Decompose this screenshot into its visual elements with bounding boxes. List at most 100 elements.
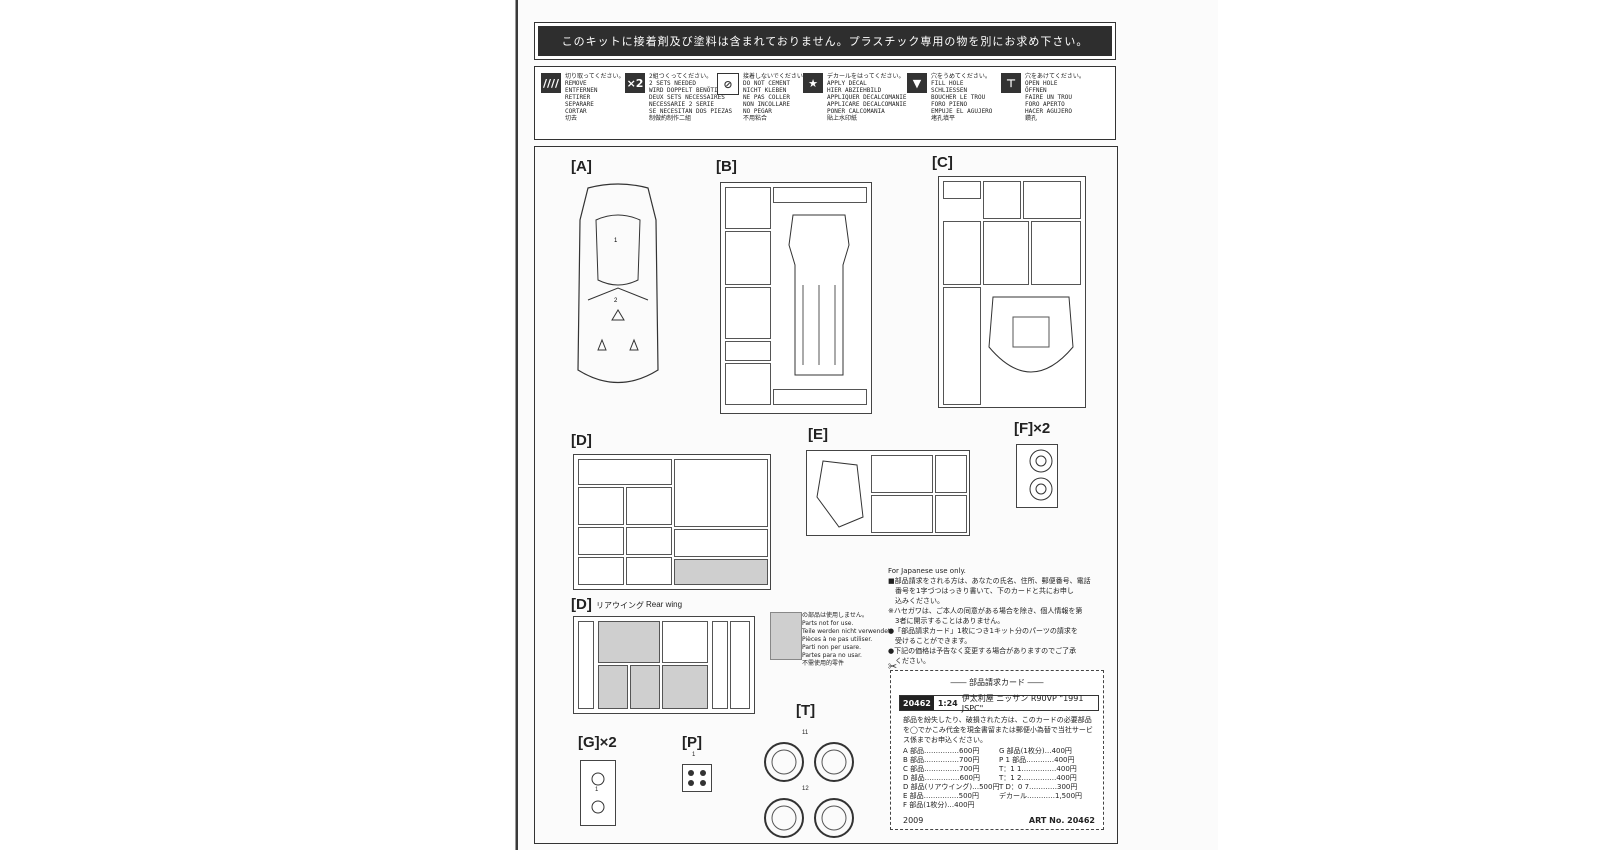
tree-cell bbox=[725, 363, 771, 405]
part-tree-b bbox=[720, 182, 872, 414]
part-a-body-drawing: 1 2 bbox=[577, 183, 659, 384]
legend-text: デカールをはってください。 APPLY DECAL HIER ABZIEHBIL… bbox=[827, 73, 907, 122]
tire-12-label: 12 bbox=[802, 786, 809, 792]
price-item[interactable]: T：1 1……………400円 bbox=[999, 765, 1077, 773]
warning-banner-text: このキットに接着剤及び塗料は含まれておりません。プラスチック専用の物を別にお求め… bbox=[538, 26, 1112, 56]
decal-star-icon: ★ bbox=[803, 73, 823, 93]
price-item[interactable]: E 部品……………500円 bbox=[903, 792, 980, 800]
card-title: ―― 部品請求カード ―― bbox=[950, 678, 1044, 687]
scissors-icon: ✂ bbox=[888, 660, 898, 673]
part-label-b: [B] bbox=[716, 158, 737, 175]
tree-cell bbox=[773, 187, 867, 203]
notice-line: ■部品請求をされる方は、あなたの氏名、住所、郵便番号、電話 bbox=[888, 577, 1091, 585]
tree-cell bbox=[871, 495, 933, 533]
card-scale: 1:24 bbox=[937, 698, 958, 708]
unused-swatch bbox=[770, 612, 802, 660]
card-year: 2009 bbox=[903, 816, 924, 825]
part-tree-p bbox=[682, 764, 712, 792]
tree-cell bbox=[578, 487, 624, 525]
legend-text: 穴をうめてください。 FILL HOLE SCHLIESSEN BOUCHER … bbox=[931, 73, 993, 122]
price-item[interactable]: D 部品……………600円 bbox=[903, 774, 980, 782]
notice-line: ※ハセガワは、ご本人の同意がある場合を除き、個人情報を第 bbox=[888, 607, 1083, 615]
cut-icon: //// bbox=[541, 73, 561, 93]
tree-cell bbox=[578, 621, 594, 709]
tree-cell bbox=[935, 455, 967, 493]
tree-cell bbox=[626, 487, 672, 525]
unused-note: の部品は使用しません。 Parts not for use. Teile wer… bbox=[802, 612, 893, 667]
card-price-list-right: G 部品(1枚分)…400円 P 1 部品…………400円 T：1 1……………… bbox=[999, 747, 1082, 801]
card-kit-number: 20462 bbox=[900, 696, 934, 710]
parts-frame bbox=[534, 146, 1118, 844]
tree-cell bbox=[712, 621, 728, 709]
rear-wing-en: Rear wing bbox=[646, 600, 683, 609]
legend-item-open-hole: ⊤ 穴をあけてください。 OPEN HOLE ÖFFNEN FAIRE UN T… bbox=[1001, 73, 1085, 122]
legend-item-two-sets: ×2 2組つくってください。 2 SETS NEEDED WIRD DOPPEL… bbox=[625, 73, 732, 122]
tree-cell bbox=[725, 231, 771, 285]
price-item[interactable]: T D：0 7…………300円 bbox=[999, 783, 1078, 791]
price-item[interactable]: P 1 部品…………400円 bbox=[999, 756, 1075, 764]
tree-cell bbox=[983, 181, 1021, 219]
tree-cell bbox=[1031, 221, 1081, 285]
g-part-number: 1 bbox=[595, 787, 599, 793]
symbol-legend: //// 切り取ってください。 REMOVE ENTFERNEN RETIRER… bbox=[534, 66, 1116, 140]
rear-wing-jp: リアウイング bbox=[596, 601, 644, 610]
card-price-list-left: A 部品……………600円 B 部品……………700円 C 部品……………700… bbox=[903, 747, 999, 810]
part-tree-g: 1 bbox=[580, 760, 616, 826]
tire-11-label: 11 bbox=[802, 730, 809, 736]
notice-line: 番号を1字づつはっきり書いて、下のカードと共にお申し bbox=[888, 587, 1074, 595]
fill-hole-icon: ▼ bbox=[907, 73, 927, 93]
price-item[interactable]: T：1 2……………400円 bbox=[999, 774, 1077, 782]
part-tree-d-rear bbox=[573, 616, 755, 714]
part-tree-e bbox=[806, 450, 970, 536]
tree-cell bbox=[626, 527, 672, 555]
part-tree-c bbox=[938, 176, 1086, 408]
price-item[interactable]: デカール…………1,500円 bbox=[999, 792, 1083, 800]
tree-cell bbox=[935, 495, 967, 533]
part-c-interior-drawing bbox=[988, 296, 1074, 373]
open-hole-icon: ⊤ bbox=[1001, 73, 1021, 93]
part-e-window-drawing bbox=[816, 460, 864, 528]
notice-line: ●下記の価格は予告なく変更する場合がありますのでご了承 bbox=[888, 647, 1077, 655]
tree-cell bbox=[943, 287, 981, 405]
tree-cell bbox=[943, 181, 981, 199]
tree-cell bbox=[725, 187, 771, 229]
svg-text:1: 1 bbox=[614, 238, 618, 244]
tree-cell bbox=[773, 389, 867, 405]
part-g-drawing bbox=[591, 772, 605, 814]
tree-cell bbox=[674, 459, 768, 527]
warning-banner: このキットに接着剤及び塗料は含まれておりません。プラスチック専用の物を別にお求め… bbox=[534, 22, 1116, 60]
tree-cell bbox=[871, 455, 933, 493]
price-item[interactable]: C 部品……………700円 bbox=[903, 765, 980, 773]
price-item[interactable]: D 部品(リアウイング)…500円 bbox=[903, 783, 1000, 791]
part-label-g: [G]×2 bbox=[578, 734, 617, 751]
parts-request-card[interactable]: ―― 部品請求カード ―― 20462 1:24 伊太利屋 ニッサン R90VP… bbox=[890, 670, 1104, 830]
part-t-tires-drawing bbox=[764, 742, 854, 838]
part-label-d-rear: [D] bbox=[571, 596, 592, 613]
japan-notice-lines: ■部品請求をされる方は、あなたの氏名、住所、郵便番号、電話 番号を1字づつはっき… bbox=[888, 576, 1091, 666]
part-label-e: [E] bbox=[808, 426, 828, 443]
legend-text: 穴をあけてください。 OPEN HOLE ÖFFNEN FAIRE UN TRO… bbox=[1025, 73, 1085, 122]
card-art-number: ART No. 20462 bbox=[1028, 816, 1095, 825]
price-item[interactable]: F 部品(1枚分)…400円 bbox=[903, 801, 975, 809]
price-item[interactable]: A 部品……………600円 bbox=[903, 747, 980, 755]
tree-cell bbox=[730, 621, 750, 709]
price-item[interactable]: B 部品……………700円 bbox=[903, 756, 980, 764]
tree-cell bbox=[674, 529, 768, 557]
legend-text: 接着しないでください。 DO NOT CEMENT NICHT KLEBEN N… bbox=[743, 73, 809, 122]
tree-cell bbox=[943, 221, 981, 285]
no-cement-icon: ⊘ bbox=[717, 73, 739, 95]
japan-only-header: For Japanese use only. bbox=[888, 567, 966, 575]
price-item[interactable]: G 部品(1枚分)…400円 bbox=[999, 747, 1072, 755]
tree-cell-unused bbox=[598, 665, 628, 709]
notice-line: 3者に開示することはありません。 bbox=[888, 617, 1005, 625]
tree-cell bbox=[578, 527, 624, 555]
tree-cell-unused bbox=[630, 665, 660, 709]
part-label-t: [T] bbox=[796, 702, 816, 719]
card-header: 20462 1:24 伊太利屋 ニッサン R90VP "1991 JSPC" bbox=[899, 694, 1099, 713]
part-label-f: [F]×2 bbox=[1014, 420, 1051, 437]
two-sets-icon: ×2 bbox=[625, 73, 645, 93]
notice-line: ください。 bbox=[888, 657, 930, 665]
card-kit-name: 伊太利屋 ニッサン R90VP "1991 JSPC" bbox=[961, 694, 1084, 713]
part-p-drawing bbox=[688, 770, 706, 786]
part-tree-d bbox=[573, 454, 771, 590]
